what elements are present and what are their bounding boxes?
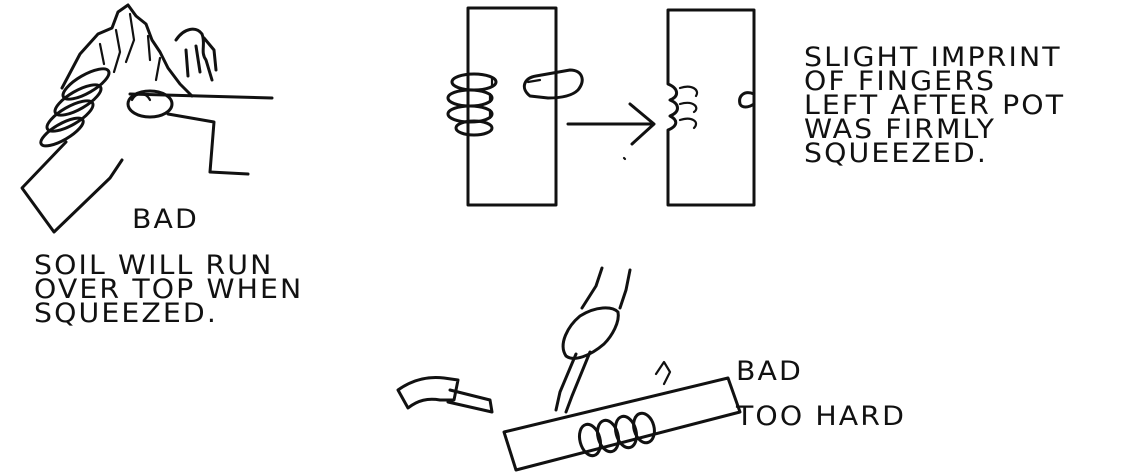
pointing-finger <box>556 352 590 412</box>
soil-spill <box>176 29 216 80</box>
pointing-arm <box>582 268 630 308</box>
too-hard-caption: TOO HARD <box>736 405 906 429</box>
grip-finger-1 <box>452 74 496 90</box>
grip-finger-2 <box>448 90 492 106</box>
soil-runs-over-illustration <box>22 5 272 232</box>
grip-finger-3 <box>448 106 492 122</box>
thumb-nail <box>132 94 150 100</box>
soil-mound <box>62 5 192 96</box>
hard-pot <box>504 378 740 470</box>
too-hard-illustration <box>398 268 740 470</box>
pot-after <box>668 10 754 205</box>
grip-thumb-nail <box>528 80 540 82</box>
soil-runs-over-caption: SOIL WILL RUN OVER TOP WHEN SQUEEZED. <box>34 254 303 326</box>
finger-imprint-caption: SLIGHT IMPRINT OF FINGERS LEFT AFTER POT… <box>804 46 1065 166</box>
finger-imprint-caption-line: SQUEEZED. <box>804 142 1065 166</box>
hard-grip-palm <box>656 362 670 384</box>
forearm <box>130 94 272 174</box>
soil-runs-over-verdict: BAD <box>132 208 199 232</box>
pot-body <box>22 142 122 232</box>
imprint-finger-lines <box>680 87 697 128</box>
too-hard-verdict: BAD <box>736 360 803 384</box>
soil-runs-over-caption-line: SQUEEZED. <box>34 302 303 326</box>
finger-1 <box>59 63 113 105</box>
transition-arrow <box>568 104 654 144</box>
stray-dot <box>624 158 625 159</box>
finger-imprint-illustration <box>448 8 754 205</box>
grip-thumb <box>524 70 582 98</box>
imprint-thumb <box>740 93 754 107</box>
finger-2 <box>51 79 105 121</box>
